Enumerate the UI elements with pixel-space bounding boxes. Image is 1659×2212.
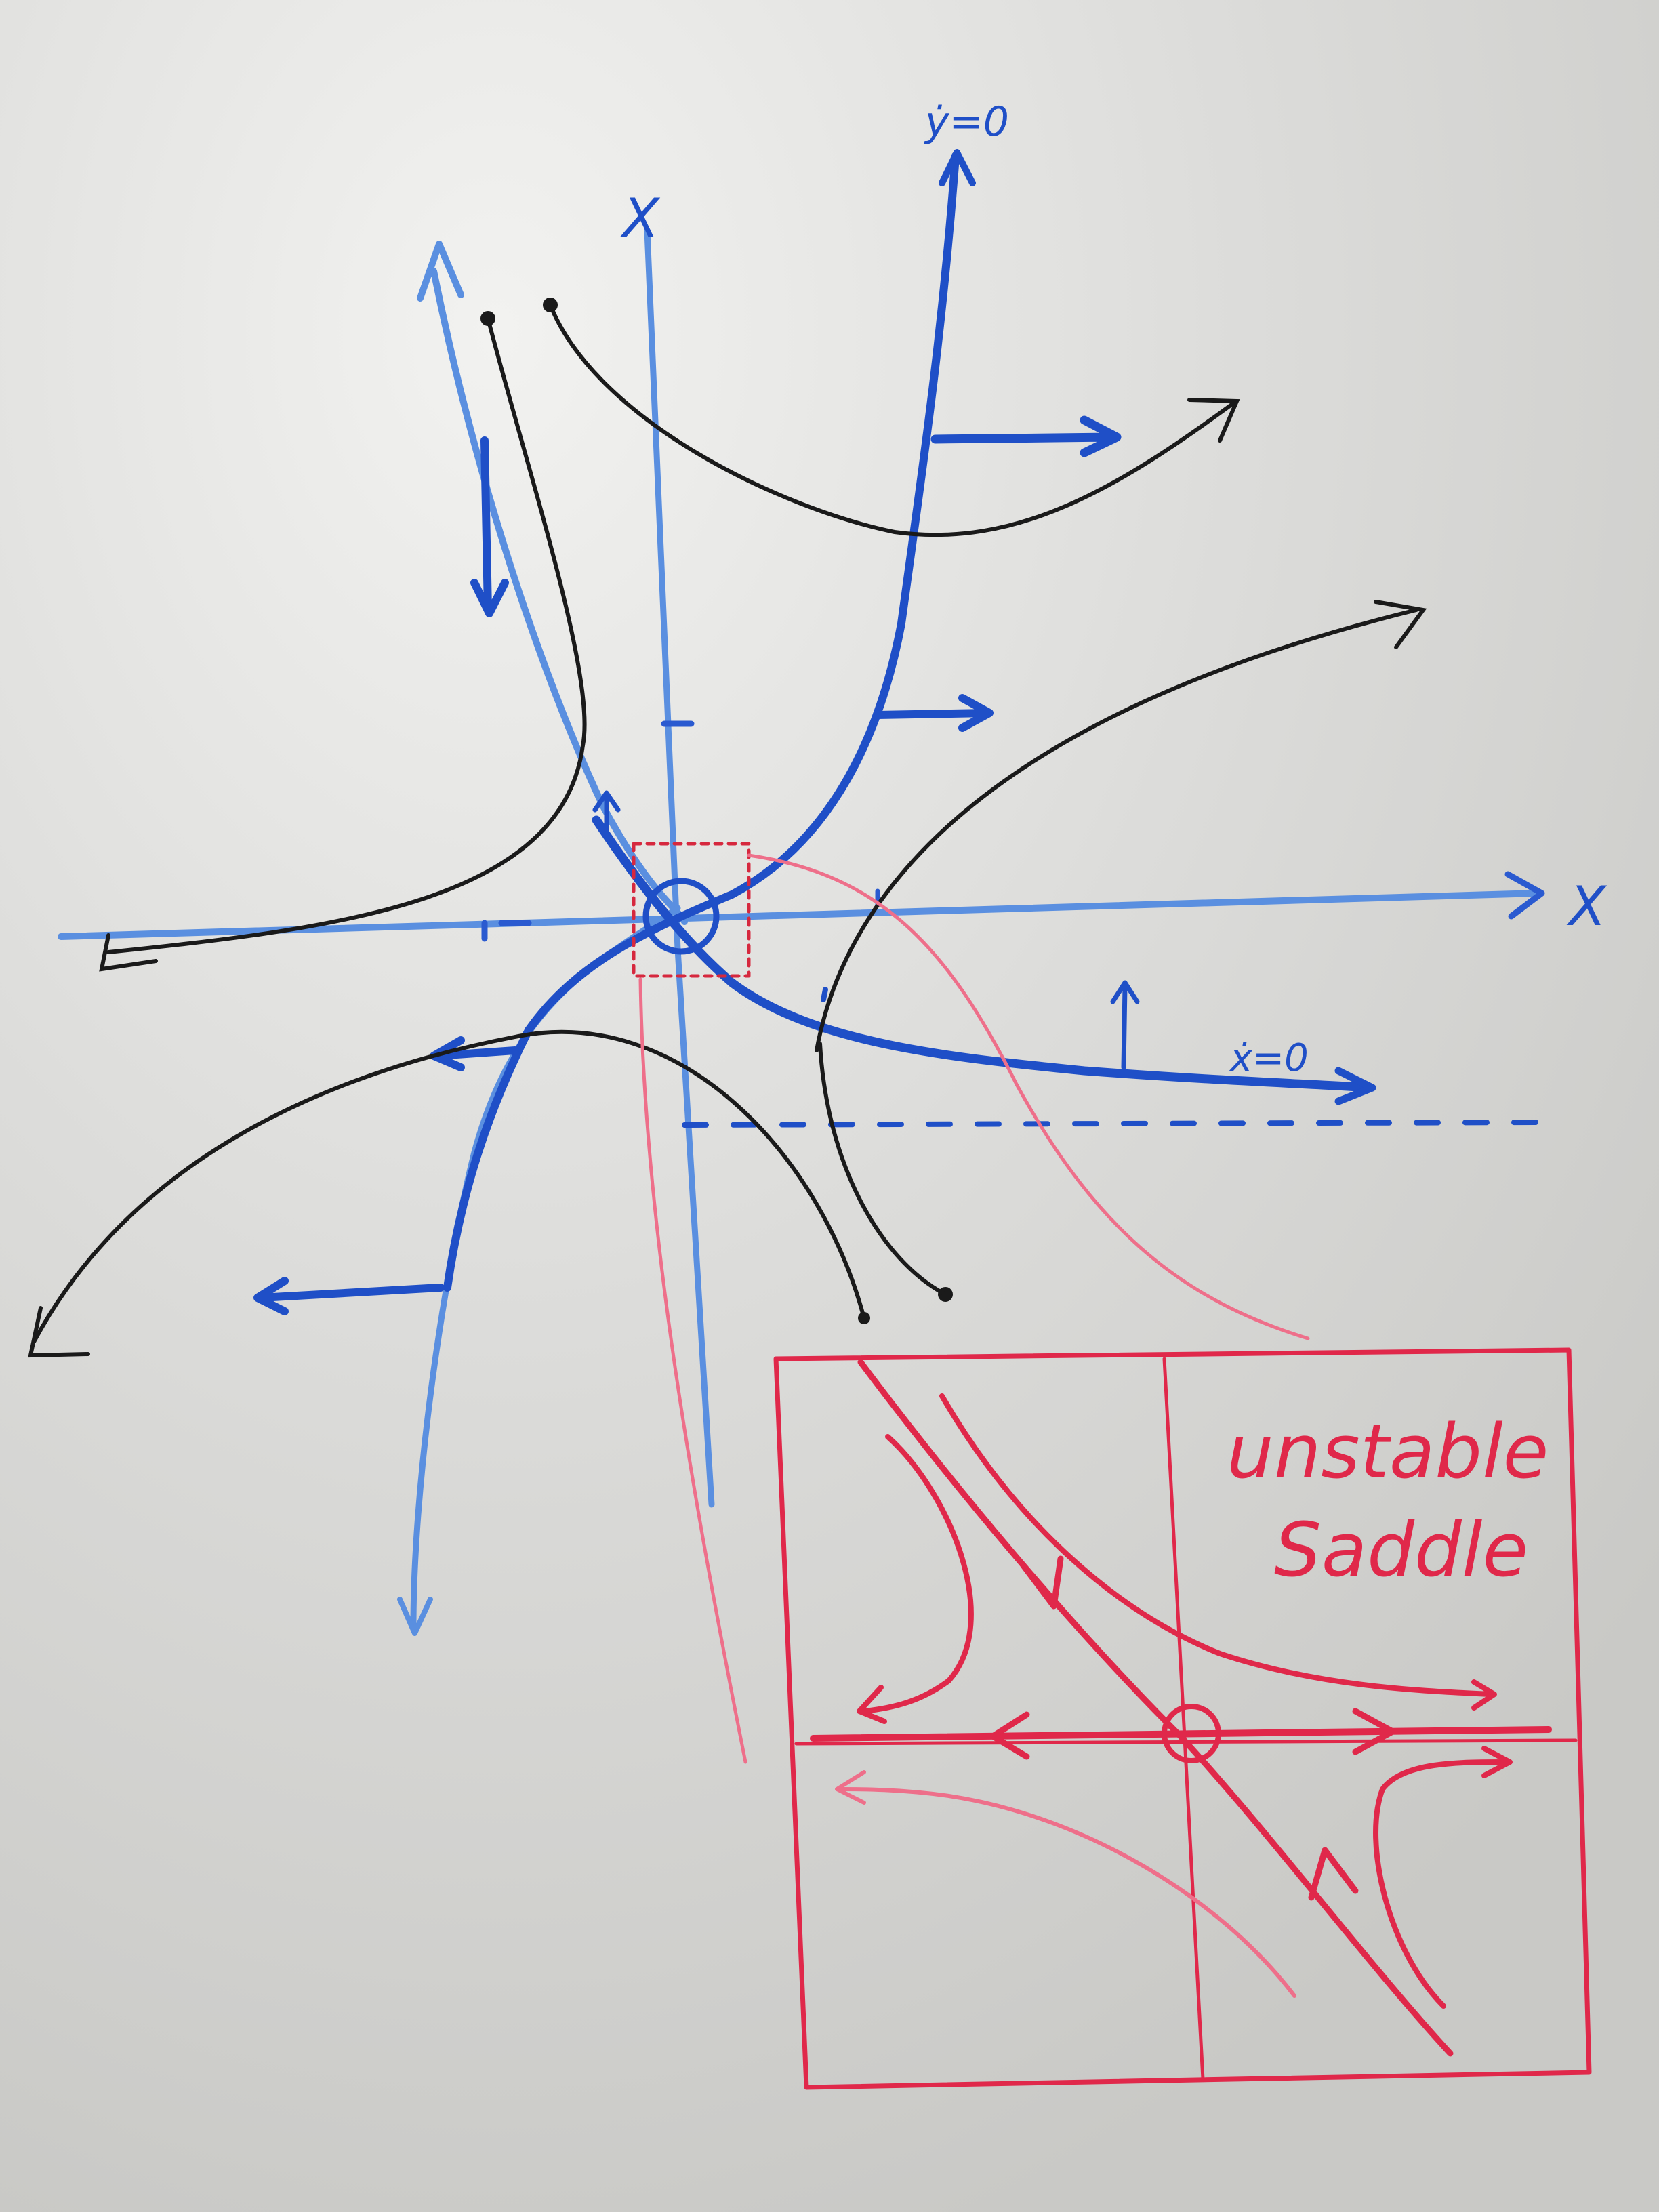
x-axis-label: X bbox=[1566, 875, 1607, 938]
arrow-up-small bbox=[592, 790, 621, 840]
arrow-vertical-left bbox=[470, 436, 509, 617]
inset-title-line1: unstable bbox=[1227, 1408, 1549, 1495]
inset-stable-line bbox=[857, 1359, 1454, 2057]
inset-frame bbox=[773, 1347, 1592, 2090]
trajectory-arrowhead bbox=[99, 933, 158, 972]
left-separatrix-curve bbox=[430, 268, 688, 925]
xdot-nullcline-arrowhead bbox=[1334, 1067, 1376, 1105]
inset-arrowhead bbox=[835, 1770, 866, 1805]
zoom-connector-left bbox=[638, 977, 747, 1764]
trajectory-upper-left bbox=[106, 316, 587, 954]
inset-arrowhead bbox=[857, 1685, 887, 1724]
inset-trajectory-lower-left bbox=[838, 1787, 1296, 1998]
arrow-right-top bbox=[930, 415, 1122, 457]
xdot-nullcline-label: ẋ=0 bbox=[1229, 1036, 1309, 1080]
zoom-connectors bbox=[638, 853, 1310, 1764]
phase-plane: X X ẏ=0 ẋ=0 bbox=[58, 98, 1607, 1636]
saddle-point-circle bbox=[642, 878, 720, 955]
inset-arrowhead bbox=[1471, 1679, 1497, 1711]
inset-left-arrow bbox=[989, 1711, 1030, 1760]
zoom-connector-right bbox=[747, 853, 1310, 1340]
left-up-arrowhead bbox=[417, 241, 464, 302]
ydot-nullcline-lower bbox=[443, 1026, 533, 1292]
arrow-up-right bbox=[1110, 980, 1140, 1070]
x-axis-line bbox=[58, 890, 1542, 940]
ydot-nullcline-label: ẏ=0 bbox=[924, 98, 1009, 146]
inset-trajectory-upper-right bbox=[939, 1393, 1494, 1697]
inset-vertical-divider bbox=[1162, 1357, 1205, 2081]
trajectory-arrowhead bbox=[1187, 398, 1240, 443]
trajectory-upper-right bbox=[548, 303, 1235, 537]
inset-title-line2: Saddle bbox=[1274, 1507, 1528, 1593]
inset-panel: unstable Saddle bbox=[773, 1347, 1592, 2090]
trajectory-arrowhead bbox=[1374, 600, 1427, 649]
arrow-left-low bbox=[253, 1277, 445, 1315]
x-axis-tick bbox=[481, 920, 532, 942]
x-axis-arrowhead bbox=[1504, 871, 1545, 920]
lower-down-arrowhead bbox=[397, 1597, 433, 1636]
arrow-right-middle bbox=[874, 694, 994, 732]
inset-trajectory-upper-left bbox=[861, 1434, 974, 1714]
xdot-nullcline-curve bbox=[592, 815, 1374, 1092]
arrow-tick-right bbox=[821, 987, 828, 1002]
trajectory-right bbox=[815, 608, 1418, 1052]
trajectory-lower-left bbox=[32, 1029, 866, 1344]
inset-stable-arrow-bottom bbox=[1308, 1847, 1359, 1901]
zoom-box bbox=[632, 842, 751, 978]
inset-arrowhead bbox=[1481, 1746, 1513, 1778]
trajectory-arrowhead bbox=[28, 1306, 90, 1358]
trajectories bbox=[28, 298, 1427, 1358]
y-axis-label: X bbox=[619, 187, 661, 250]
inset-stable-arrow-top bbox=[1020, 1555, 1064, 1610]
inset-saddle-point bbox=[1162, 1704, 1221, 1763]
ydot-nullcline-arrowhead bbox=[939, 149, 976, 186]
inset-right-arrow bbox=[1352, 1708, 1396, 1755]
trajectory-lower-right bbox=[818, 1042, 947, 1296]
inset-trajectory-lower-right bbox=[1373, 1759, 1511, 2009]
